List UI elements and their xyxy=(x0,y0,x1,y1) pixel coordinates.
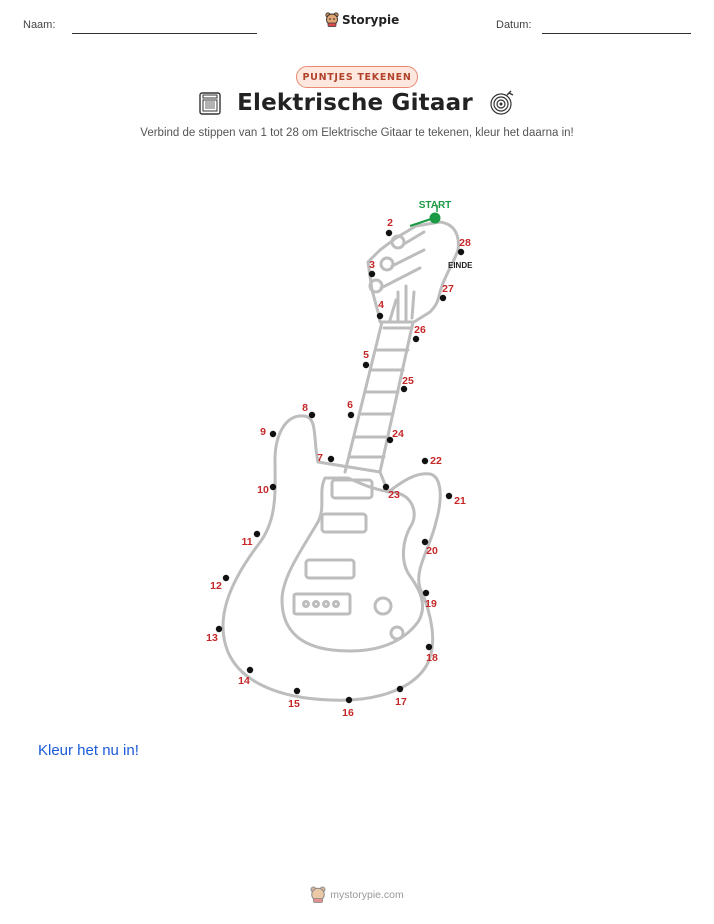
dot-5[interactable] xyxy=(362,361,370,369)
dot-15[interactable] xyxy=(293,687,301,695)
dot-label-11: 11 xyxy=(241,536,252,548)
footer: mystorypie.com xyxy=(0,886,714,903)
storypie-mascot-icon xyxy=(325,12,339,27)
dot-19[interactable] xyxy=(422,589,430,597)
category-badge: PUNTJES TEKENEN xyxy=(296,66,418,88)
subtitle: Verbind de stippen van 1 tot 28 om Elekt… xyxy=(140,127,574,139)
dot-3[interactable] xyxy=(368,270,376,278)
dot-label-13: 13 xyxy=(206,632,218,644)
dot-21[interactable] xyxy=(445,492,453,500)
dot-27[interactable] xyxy=(439,294,447,302)
start-label: START xyxy=(419,200,452,211)
start-dot[interactable] xyxy=(429,212,441,224)
dot-24[interactable] xyxy=(386,436,394,444)
dot-16[interactable] xyxy=(345,696,353,704)
storypie-footer-mascot-icon xyxy=(310,886,326,903)
dot-label-12: 12 xyxy=(210,580,222,592)
numbered-dots: 2 3 4 5 6 7 8 9 10 11 12 13 14 15 16 17 xyxy=(206,217,471,719)
dot-12[interactable] xyxy=(222,574,230,582)
dot-14[interactable] xyxy=(246,666,254,674)
dot-label-8: 8 xyxy=(302,402,308,414)
dot-17[interactable] xyxy=(396,685,404,693)
dot-22[interactable] xyxy=(421,457,429,465)
dot-label-20: 20 xyxy=(426,545,438,557)
dot-label-2: 2 xyxy=(387,217,393,229)
start-marker: START xyxy=(409,200,452,227)
date-label: Datum: xyxy=(496,19,532,31)
dot-23[interactable] xyxy=(382,483,390,491)
brand-name: Storypie xyxy=(342,12,400,27)
dot-label-6: 6 xyxy=(347,399,353,411)
name-label: Naam: xyxy=(23,19,56,31)
dot-label-3: 3 xyxy=(369,259,375,271)
dot-13[interactable] xyxy=(215,625,223,633)
footer-url[interactable]: mystorypie.com xyxy=(330,888,404,901)
dot-25[interactable] xyxy=(400,385,408,393)
dot-label-21: 21 xyxy=(454,495,466,507)
dot-10[interactable] xyxy=(269,483,277,491)
date-line[interactable] xyxy=(542,33,691,34)
dot-label-15: 15 xyxy=(288,698,300,710)
dot-label-27: 27 xyxy=(442,283,454,295)
dot-label-25: 25 xyxy=(402,375,414,387)
dot-26[interactable] xyxy=(412,335,420,343)
dot-label-24: 24 xyxy=(392,428,404,440)
dot-label-14: 14 xyxy=(238,675,250,687)
dot-label-10: 10 xyxy=(257,484,269,496)
dot-label-4: 4 xyxy=(378,299,384,311)
dot-label-17: 17 xyxy=(395,696,407,708)
dot-label-19: 19 xyxy=(425,598,437,610)
dot-28[interactable] xyxy=(457,248,465,256)
title-row: Elektrische Gitaar xyxy=(0,90,714,116)
dot-6[interactable] xyxy=(347,411,355,419)
dot-2[interactable] xyxy=(385,229,393,237)
dot-label-5: 5 xyxy=(363,349,369,361)
dot-8[interactable] xyxy=(308,411,316,419)
dot-label-16: 16 xyxy=(342,707,354,719)
dot-11[interactable] xyxy=(253,530,261,538)
dot-4[interactable] xyxy=(376,312,384,320)
dot-20[interactable] xyxy=(421,538,429,546)
cable-coil-icon xyxy=(490,90,514,115)
dot-label-28: 28 xyxy=(459,237,471,249)
name-line[interactable] xyxy=(72,33,257,34)
dot-label-7: 7 xyxy=(317,452,323,464)
storypie-logo: Storypie xyxy=(325,12,399,27)
dot-label-23: 23 xyxy=(388,489,400,501)
end-label: EINDE xyxy=(448,261,473,270)
dot-label-18: 18 xyxy=(426,652,438,664)
amplifier-icon xyxy=(199,92,221,115)
dot-7[interactable] xyxy=(327,455,335,463)
dot-label-22: 22 xyxy=(430,455,442,467)
coloring-instruction: Kleur het nu in! xyxy=(38,742,139,759)
guitar-outline xyxy=(221,220,460,702)
dot-label-26: 26 xyxy=(414,324,426,336)
dot-label-9: 9 xyxy=(260,426,266,438)
dot-18[interactable] xyxy=(425,643,433,651)
dot-9[interactable] xyxy=(269,430,277,438)
page-title: Elektrische Gitaar xyxy=(237,90,473,116)
